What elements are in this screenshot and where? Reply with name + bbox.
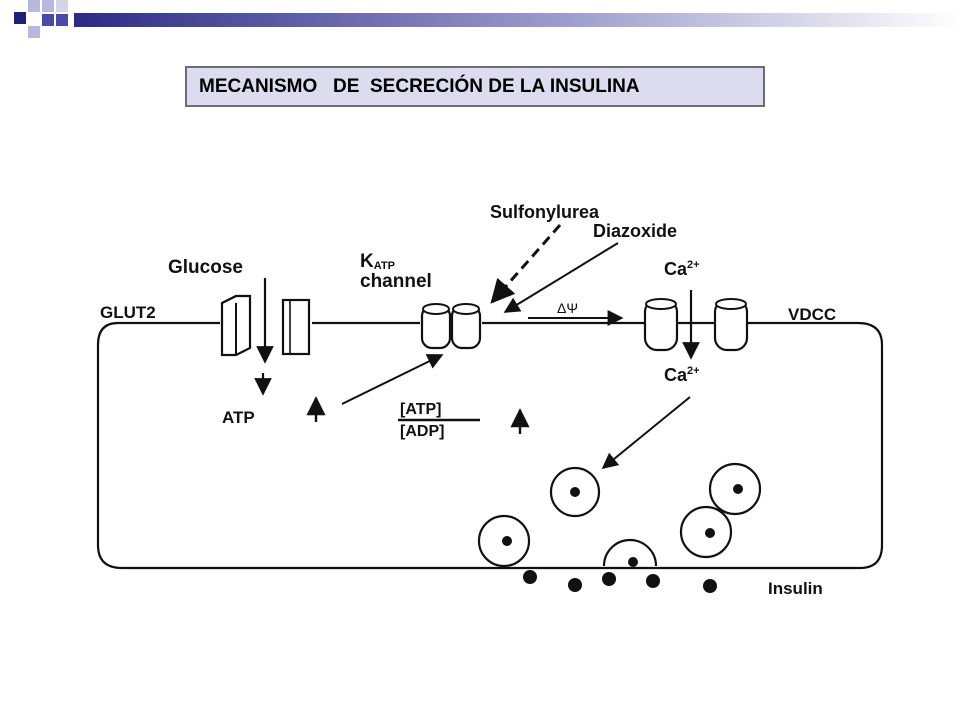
corner-square-blue — [42, 14, 54, 26]
katp-subscript: ATP — [374, 260, 395, 272]
diazoxide-arrow — [503, 242, 619, 313]
diazoxide-label: Diazoxide — [593, 221, 677, 241]
insulin-molecule — [646, 574, 660, 588]
calcium-to-granule-arrow — [601, 396, 691, 470]
insulin-granule — [477, 514, 531, 568]
header-decoration — [14, 0, 960, 38]
glut2-label: GLUT2 — [100, 303, 156, 322]
atp-label: ATP — [222, 408, 255, 427]
katp-channel — [420, 303, 482, 350]
corner-square-light — [42, 0, 54, 12]
corner-square-light — [28, 0, 40, 12]
vdcc-channel — [643, 298, 749, 352]
delta-psi-label: ΔΨ — [557, 300, 578, 316]
insulin-molecule — [568, 578, 582, 592]
insulin-label: Insulin — [768, 579, 823, 598]
ca-inside-label: Ca2+ — [664, 365, 700, 385]
ca-outside-label: Ca2+ — [664, 259, 700, 279]
ca-inside-superscript: 2+ — [687, 365, 700, 377]
glucose-label: Glucose — [168, 257, 243, 278]
insulin-granule — [708, 462, 762, 516]
ca-outside-superscript: 2+ — [687, 259, 700, 271]
insulin-molecule — [523, 570, 537, 584]
insulin-molecule — [703, 579, 717, 593]
corner-square-light — [56, 0, 68, 12]
corner-square-blue — [56, 14, 68, 26]
ca-outside-text: Ca — [664, 259, 688, 279]
cell-membrane — [96, 321, 884, 570]
katp-label: KATP — [360, 251, 395, 272]
insulin-granule — [549, 466, 601, 518]
insulin-granule-fusing — [602, 538, 658, 567]
gradient-bar — [74, 13, 960, 27]
sulfonylurea-label: Sulfonylurea — [490, 202, 600, 222]
ca-inside-text: Ca — [664, 365, 688, 385]
katp-channel-label: channel — [360, 271, 432, 292]
katp-k: K — [360, 251, 374, 272]
sulfonylurea-arrow — [490, 224, 562, 304]
corner-square-navy — [14, 12, 26, 24]
atp-ratio-denominator: [ADP] — [400, 423, 444, 440]
atp-ratio-numerator: [ATP] — [400, 401, 441, 418]
insulin-granule — [679, 505, 733, 559]
slide-title: MECANISMO DE SECRECIÓN DE LA INSULINA — [185, 66, 765, 107]
glut2-transporter — [220, 294, 311, 357]
corner-square-light — [28, 26, 40, 38]
insulin-molecule — [602, 572, 616, 586]
atp-to-katp-arrow — [341, 354, 444, 405]
vdcc-label: VDCC — [788, 305, 836, 324]
